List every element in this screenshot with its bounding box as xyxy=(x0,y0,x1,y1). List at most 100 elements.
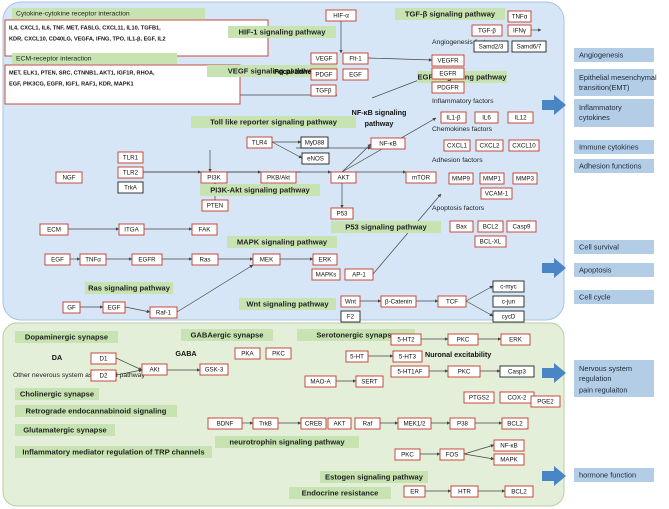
node-box xyxy=(117,166,144,179)
node-label: NF-κB xyxy=(500,442,518,449)
info-box-line: IL4, CXCL1, IL6, TNF, MET, FASLG, CXCL11… xyxy=(9,25,161,31)
node-label: Samd2/3 xyxy=(479,43,504,50)
node-box xyxy=(492,310,525,323)
pathway-label-4: PI3K-Akt signaling pathway xyxy=(200,184,320,196)
node-20: MMP9 xyxy=(448,172,474,185)
node-13: PDGFR xyxy=(431,81,465,94)
node-label: PKB/Akt xyxy=(267,174,290,181)
node-box xyxy=(355,375,384,388)
node-62: cycD xyxy=(492,310,525,323)
function-3: Immune cytokines xyxy=(574,140,654,154)
node-label: PDGF xyxy=(315,71,332,78)
node-label: D2 xyxy=(100,372,108,379)
node-94: ER xyxy=(403,485,426,498)
node-52: AP-1 xyxy=(344,268,374,281)
node-label: F2 xyxy=(347,313,355,320)
section-label-3: Adhesion factors xyxy=(432,157,483,164)
node-box xyxy=(310,84,337,97)
function-line: regulation xyxy=(579,374,611,383)
node-box xyxy=(501,417,529,430)
pathway-label-bg xyxy=(15,424,115,436)
node-42: ECM xyxy=(39,223,69,236)
node-label: c-jun xyxy=(502,298,516,305)
node-box xyxy=(39,223,69,236)
node-label: IFNγ xyxy=(513,27,527,34)
function-6: Apoptosis xyxy=(574,263,654,277)
node-box xyxy=(392,350,423,363)
node-label: BCL2 xyxy=(511,488,527,495)
function-arrow-1 xyxy=(542,258,566,278)
node-box xyxy=(234,347,261,360)
node-box xyxy=(201,199,229,212)
node-78: SERT xyxy=(355,375,384,388)
node-3: PDGF xyxy=(310,68,338,81)
node-36: PI3K xyxy=(200,171,228,184)
node-label: Casp9 xyxy=(513,223,531,230)
pathway-label-text: Serotonergic synapse xyxy=(316,330,395,339)
info-boxes: Cytokine-cytokine receptor interactionIL… xyxy=(4,8,269,105)
pathway-label-bg xyxy=(331,221,441,233)
node-label: PTEN xyxy=(207,202,224,209)
node-label: AP-1 xyxy=(352,271,366,278)
pathway-label-bg xyxy=(200,184,320,196)
node-88: P38 xyxy=(449,417,476,430)
node-label: TrkA xyxy=(124,184,138,191)
function-bg xyxy=(574,240,654,254)
node-73: 5-HT3 xyxy=(392,350,423,363)
node-box xyxy=(344,268,374,281)
function-line: Epithelial mesenchymal xyxy=(579,73,657,82)
pathway-label-bg xyxy=(15,405,177,417)
node-8: IFNγ xyxy=(507,24,532,37)
node-box xyxy=(507,10,532,23)
function-bg xyxy=(574,69,654,96)
function-9: pain regulaiton xyxy=(574,383,654,397)
node-69: 5-HT2 xyxy=(390,333,422,346)
node-box xyxy=(354,417,381,430)
node-box xyxy=(493,439,525,452)
node-45: EGF xyxy=(44,253,71,266)
node-14: IL1-β xyxy=(440,111,467,124)
node-box xyxy=(191,223,218,236)
node-box xyxy=(449,417,476,430)
node-43: ITGA xyxy=(118,223,145,236)
node-28: TLR4 xyxy=(246,136,273,149)
edge-47 xyxy=(367,57,433,62)
node-38: AKT xyxy=(330,171,357,184)
section-label-2: Chemokines factors xyxy=(432,126,493,133)
edge-10 xyxy=(271,141,303,159)
node-label: EGFR xyxy=(138,256,156,263)
function-arrows xyxy=(542,95,566,486)
pathway-label-text: Dopaminergic synapse xyxy=(25,332,108,341)
node-label: TGF-β xyxy=(478,27,496,34)
node-93: MAPK xyxy=(493,453,525,466)
node-label: TLR4 xyxy=(252,139,268,146)
node-box xyxy=(474,235,507,248)
node-33: TLR1 xyxy=(117,151,144,164)
node-label: PKC xyxy=(272,350,285,357)
node-box xyxy=(507,111,534,124)
edge-25 xyxy=(465,285,494,302)
node-box xyxy=(390,333,422,346)
node-box xyxy=(207,417,243,430)
node-box xyxy=(506,220,537,233)
node-label: NGF xyxy=(62,174,75,181)
node-box xyxy=(131,253,163,266)
node-91: FOS xyxy=(439,448,465,461)
edge-21 xyxy=(124,306,151,314)
node-label: BCL-XL xyxy=(480,238,502,245)
node-59: TCF xyxy=(437,295,467,308)
pathway-label-8: Wnt signaling pathway xyxy=(239,298,336,310)
pathway-label-bg xyxy=(15,388,99,400)
pathway-label-16: neurotrophin signaling pathway xyxy=(215,436,359,448)
node-35: TrkA xyxy=(117,181,144,194)
node-64: D2 xyxy=(90,369,117,382)
pathway-label-text: VEGF signaling pathway xyxy=(228,66,317,75)
node-44: FAK xyxy=(191,223,218,236)
pathway-label-0: HIF-1 signaling pathway xyxy=(228,26,336,38)
node-46: TNFα xyxy=(79,253,107,266)
pathway-label-bg xyxy=(228,26,336,38)
node-23: VCAM-1 xyxy=(480,187,513,200)
node-label: PGE2 xyxy=(537,398,554,405)
